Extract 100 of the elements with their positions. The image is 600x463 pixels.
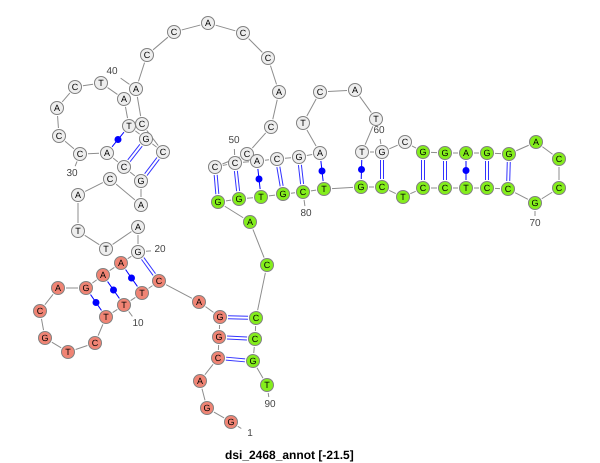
backbone-line (388, 190, 396, 194)
backbone-line (327, 90, 348, 92)
backbone-line (412, 145, 416, 149)
backbone-line (430, 152, 438, 154)
tick-line (74, 160, 78, 167)
backbone-line (224, 206, 244, 218)
backbone-line (127, 256, 132, 260)
backbone-line (242, 161, 250, 163)
base-pair-line (107, 281, 120, 299)
backbone-line (253, 346, 255, 354)
backbone-line (252, 132, 266, 149)
position-number: 1 (243, 428, 257, 440)
backbone-line (254, 326, 256, 332)
backbone-line (64, 140, 74, 150)
backbone-line (112, 158, 118, 162)
backbone-line (112, 231, 132, 245)
backbone-line (494, 152, 502, 154)
backbone-line (257, 272, 266, 311)
backbone-line (107, 87, 118, 95)
backbone-line (130, 296, 136, 302)
base-pair-line (443, 160, 447, 180)
backbone-line (268, 194, 276, 196)
backbone-line (306, 129, 317, 147)
backbone-line (213, 412, 225, 418)
position-number: 70 (528, 218, 542, 230)
diagram-title: dsi_2468_annot [-21.5] (225, 447, 354, 463)
backbone-line (152, 36, 168, 50)
backbone-line (541, 192, 553, 200)
tick-line (237, 426, 242, 429)
position-number: 10 (131, 318, 145, 330)
base-pair-line (125, 269, 138, 287)
position-number: 30 (65, 168, 79, 180)
base-pair-line (112, 132, 124, 148)
position-number: 60 (372, 125, 386, 137)
backbone-line (558, 166, 560, 180)
base-pair-line (226, 335, 248, 341)
tick-line (304, 199, 306, 207)
position-number: 80 (299, 208, 313, 220)
backbone-line (181, 24, 201, 30)
backbone-line (264, 159, 270, 161)
backbone-line (542, 146, 554, 155)
backbone-line (215, 24, 236, 32)
backbone-line (514, 192, 528, 200)
base-pair-line (127, 144, 143, 162)
tick-line (145, 250, 152, 252)
base-pair-line (227, 315, 249, 320)
backbone-line (256, 367, 264, 379)
backbone-line (494, 188, 500, 190)
backbone-line (270, 65, 278, 85)
backbone-line (248, 38, 263, 53)
backbone-line (246, 197, 254, 199)
backbone-line (310, 190, 317, 192)
backbone-line (410, 190, 416, 194)
base-pair-line (320, 160, 324, 182)
backbone-line (306, 98, 317, 116)
backbone-line (62, 92, 70, 102)
backbone-line (98, 324, 104, 336)
backbone-line (205, 306, 214, 313)
tick-line (120, 78, 130, 85)
position-number: 40 (105, 66, 119, 78)
tick-line (234, 148, 236, 156)
base-pair-line (140, 257, 156, 276)
backbone-line (152, 143, 158, 148)
base-pair-line (298, 164, 304, 185)
backbone-line (134, 130, 140, 135)
backbone-line (148, 285, 153, 289)
backbone-line (51, 342, 62, 348)
backbone-line (112, 308, 118, 314)
base-pair-line (360, 160, 362, 180)
position-number: 20 (153, 244, 167, 256)
base-pair-line (225, 356, 246, 362)
backbone-line (218, 324, 220, 330)
backbone-line (368, 186, 374, 188)
backbone-line (44, 294, 54, 306)
base-pair-line (234, 170, 240, 192)
backbone-line (124, 106, 128, 119)
tick-line (534, 210, 536, 216)
backbone-line (290, 192, 296, 194)
backbone-line (146, 130, 159, 146)
base-pair-line (276, 166, 284, 187)
backbone-line (359, 96, 372, 114)
base-pair-line (257, 168, 261, 190)
backbone-line (474, 152, 480, 154)
backbone-line (252, 228, 265, 258)
base-pair-line (421, 160, 425, 180)
backbone-line (388, 144, 398, 150)
backbone-line (75, 345, 88, 350)
backbone-line (222, 164, 228, 166)
backbone-line (84, 234, 100, 246)
backbone-line (332, 186, 354, 190)
backbone-line (40, 318, 44, 331)
backbone-line (138, 62, 146, 82)
tick-line (380, 138, 382, 145)
backbone-line (218, 344, 220, 350)
backbone-line (92, 279, 98, 284)
base-pair-line (380, 160, 384, 180)
backbone-line (57, 115, 59, 129)
backbone-line (204, 364, 214, 376)
backbone-line (88, 152, 100, 154)
backbone-line (130, 172, 136, 176)
